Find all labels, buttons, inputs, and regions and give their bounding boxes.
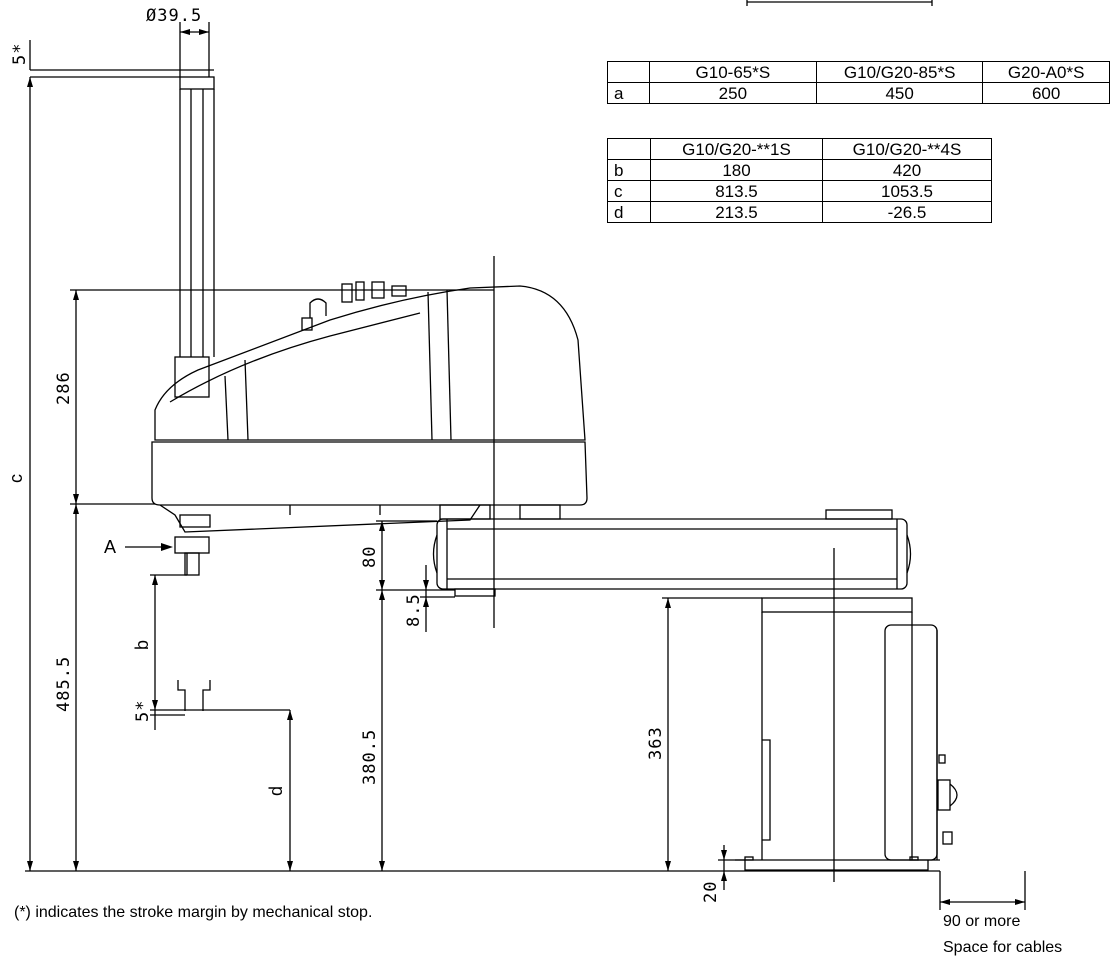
table-cell: 1053.5 — [822, 180, 992, 202]
table-cell: c — [607, 180, 651, 202]
a-arrow-label: A — [104, 537, 116, 557]
table-cell: -26.5 — [822, 201, 992, 223]
stroke-table: G10/G20-**1S G10/G20-**4S b 180 420 c 81… — [607, 138, 992, 223]
table-header-cell — [607, 138, 651, 160]
height-80-label: 80 — [360, 546, 380, 568]
stroke-margin-note: (*) indicates the stroke margin by mecha… — [14, 904, 372, 921]
table-cell: d — [607, 201, 651, 223]
table-header-cell: G10/G20-**4S — [822, 138, 992, 160]
table-row: d 213.5 -26.5 — [607, 201, 992, 223]
table-row: G10/G20-**1S G10/G20-**4S — [607, 138, 992, 160]
cable-space-note: Space for cables — [943, 939, 1062, 956]
d-label: d — [266, 786, 286, 796]
b-label: b — [132, 640, 152, 650]
height-8-5-label: 8.5 — [404, 593, 424, 627]
table-row: b 180 420 — [607, 159, 992, 181]
arm-length-table: G10-65*S G10/G20-85*S G20-A0*S a 250 450… — [607, 61, 1110, 104]
table-cell: b — [607, 159, 651, 181]
table-cell: 600 — [982, 82, 1110, 104]
table-header-cell: G10/G20-**1S — [650, 138, 823, 160]
height-363-label: 363 — [646, 726, 666, 760]
top-margin-label: 5* — [10, 43, 30, 65]
table-header-cell: G20-A0*S — [982, 61, 1110, 83]
table-cell: 213.5 — [650, 201, 823, 223]
shaft-diameter-label: Ø39.5 — [146, 6, 202, 26]
table-cell: 250 — [648, 82, 817, 104]
table-cell: 180 — [650, 159, 823, 181]
c-label: c — [6, 474, 26, 483]
height-286-label: 286 — [54, 371, 74, 405]
table-header-cell: G10/G20-85*S — [815, 61, 984, 83]
table-row: a 250 450 600 — [607, 82, 1110, 104]
table-cell: a — [607, 82, 650, 104]
cable-clearance-note: 90 or more — [943, 913, 1020, 930]
height-20-label: 20 — [701, 881, 721, 903]
table-cell: 450 — [815, 82, 984, 104]
table-cell: 420 — [822, 159, 992, 181]
table-cell: 813.5 — [650, 180, 823, 202]
table-header-cell — [607, 61, 650, 83]
table-row: G10-65*S G10/G20-85*S G20-A0*S — [607, 61, 1110, 83]
table-row: c 813.5 1053.5 — [607, 180, 992, 202]
table-header-cell: G10-65*S — [648, 61, 817, 83]
lower-margin-label: 5* — [133, 700, 153, 722]
height-485-label: 485.5 — [54, 656, 74, 712]
height-380-label: 380.5 — [360, 729, 380, 785]
